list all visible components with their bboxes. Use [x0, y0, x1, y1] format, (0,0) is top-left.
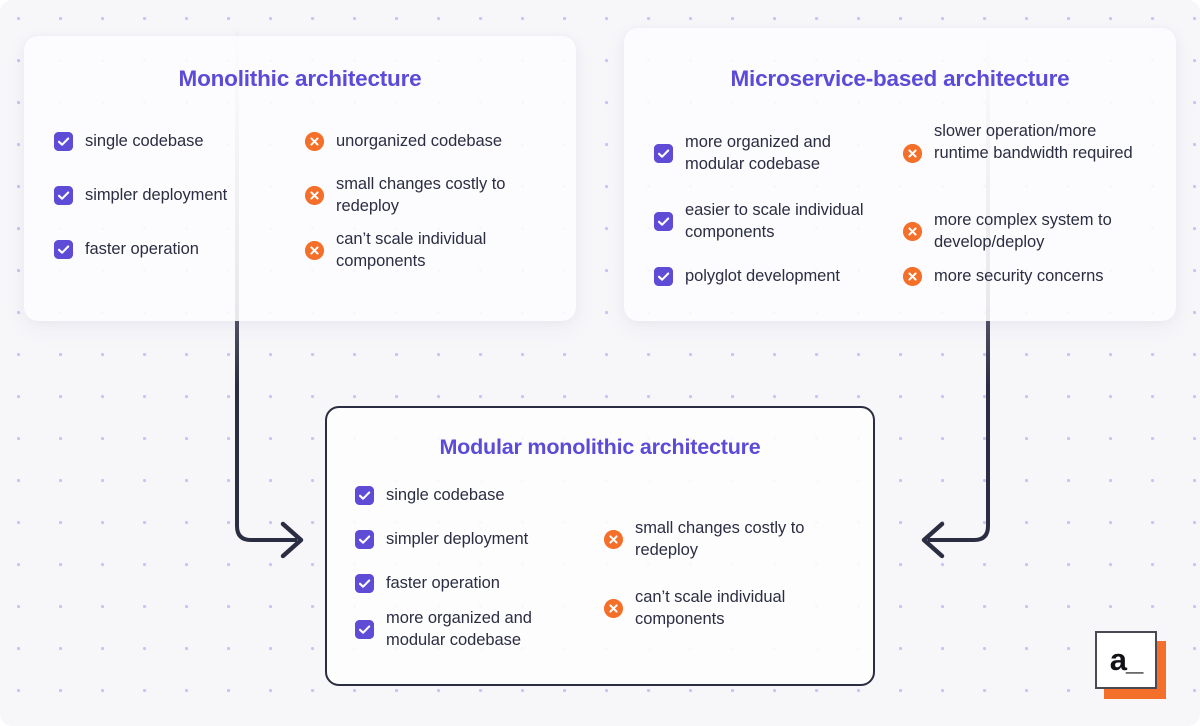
check-icon: [54, 132, 73, 152]
list-item: more complex system to develop/deploy: [903, 210, 1128, 253]
logo-white-square: a_: [1095, 631, 1157, 689]
cross-icon: [604, 599, 623, 618]
modular-card-title: Modular monolithic architecture: [439, 435, 761, 459]
list-item-label: more security concerns: [934, 267, 1104, 285]
list-item-label: polyglot development: [685, 267, 840, 285]
list-item-label: simpler deployment: [386, 530, 529, 548]
a-underscore-logo: a_: [1095, 631, 1171, 703]
list-item: polyglot development: [654, 266, 894, 288]
list-item-label: can’t scale individual components: [635, 588, 786, 628]
check-icon: [355, 620, 374, 639]
list-item: more organized and modular codebase: [654, 132, 884, 175]
list-item-label: small changes costly to redeploy: [635, 519, 805, 559]
list-item-label: unorganized codebase: [336, 132, 502, 150]
list-item-label: slower operation/more runtime bandwidth …: [934, 122, 1133, 162]
list-item: more security concerns: [903, 266, 1143, 288]
cross-icon: [903, 267, 922, 287]
list-item-label: more complex system to develop/deploy: [934, 211, 1112, 251]
list-item-label: simpler deployment: [85, 186, 228, 204]
list-item: simpler deployment: [355, 529, 595, 551]
list-item: slower operation/more runtime bandwidth …: [903, 121, 1133, 186]
check-icon: [54, 240, 73, 260]
check-icon: [54, 186, 73, 206]
list-item-label: single codebase: [85, 132, 204, 150]
list-item-label: more organized and modular codebase: [386, 609, 532, 649]
list-item: unorganized codebase: [305, 131, 545, 153]
cross-icon: [305, 186, 324, 205]
check-icon: [355, 574, 374, 594]
list-item: simpler deployment: [54, 185, 299, 207]
monolithic-card: Monolithic architecture single codebase: [24, 36, 576, 321]
list-item: can’t scale individual components: [604, 587, 826, 630]
list-item-label: more organized and modular codebase: [685, 133, 831, 173]
cross-icon: [604, 530, 623, 549]
list-item-label: small changes costly to redeploy: [336, 175, 506, 215]
list-item: easier to scale individual components: [654, 200, 889, 243]
check-icon: [654, 267, 673, 287]
list-item: more organized and modular codebase: [355, 608, 590, 651]
list-item: can’t scale individual components: [305, 229, 527, 272]
modular-card: Modular monolithic architecture single c…: [325, 406, 875, 686]
list-item: faster operation: [355, 573, 595, 595]
list-item-label: faster operation: [85, 240, 199, 258]
cross-icon: [305, 132, 324, 152]
check-icon: [355, 486, 374, 506]
list-item: small changes costly to redeploy: [305, 174, 517, 217]
list-item: faster operation: [54, 239, 299, 261]
check-icon: [654, 212, 673, 231]
microservice-card: Microservice-based architecture more org…: [624, 28, 1176, 321]
cross-icon: [903, 143, 922, 163]
monolithic-card-title: Monolithic architecture: [178, 66, 422, 91]
list-item: small changes costly to redeploy: [604, 518, 819, 561]
list-item-label: single codebase: [386, 486, 505, 504]
cross-icon: [903, 222, 922, 241]
microservice-card-title: Microservice-based architecture: [730, 66, 1070, 91]
list-item: single codebase: [355, 485, 595, 507]
list-item-label: easier to scale individual components: [685, 201, 864, 241]
check-icon: [654, 144, 673, 163]
list-item-label: can’t scale individual components: [336, 230, 487, 270]
cross-icon: [305, 241, 324, 260]
list-item: single codebase: [54, 131, 299, 153]
check-icon: [355, 530, 374, 550]
logo-mark: a_: [1109, 641, 1143, 677]
list-item-label: faster operation: [386, 574, 500, 592]
